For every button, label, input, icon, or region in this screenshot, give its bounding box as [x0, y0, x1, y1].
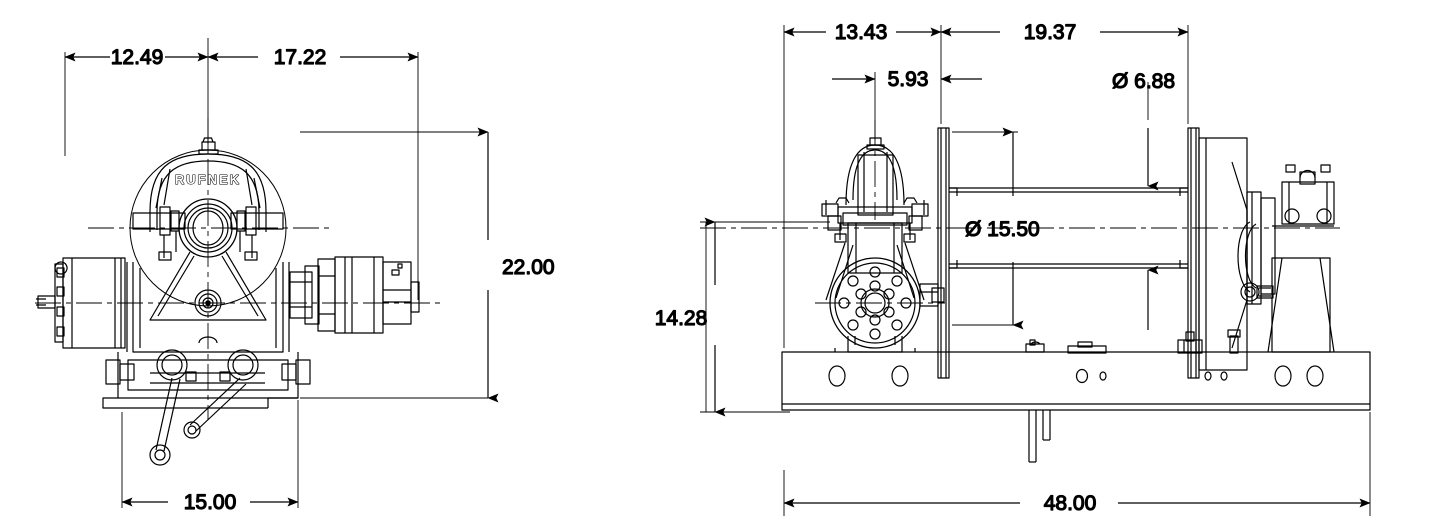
base-plate-right — [781, 329, 1371, 463]
mount-hole — [1099, 371, 1107, 381]
dimensions-left: 12.49 17.22 22.00 15.00 — [64, 38, 555, 515]
dim-label-48-00: 48.00 — [1044, 492, 1097, 515]
bearing-clamp — [132, 206, 284, 261]
dim-label-19-37: 19.37 — [1024, 21, 1077, 44]
center-boss — [194, 289, 222, 317]
main-body — [126, 262, 290, 353]
flange-bolt-holes — [838, 266, 912, 340]
dim-label-17-22: 17.22 — [274, 46, 327, 69]
dim-label-15-00: 15.00 — [184, 491, 237, 514]
center-hub — [178, 198, 238, 258]
clutch-linkage — [149, 349, 265, 466]
brand-label: RUFNEK — [175, 172, 241, 187]
mount-hole — [1274, 365, 1292, 387]
mount-hole — [1306, 365, 1324, 387]
top-lug — [198, 137, 219, 155]
dim-label-dia-15-50: Ø 15.50 — [965, 218, 1040, 241]
dim-label-dia-6-88: Ø 6.88 — [1112, 70, 1175, 93]
brake-support-assembly — [1198, 137, 1335, 371]
centerlines-right — [700, 120, 1340, 304]
mount-hole — [891, 365, 909, 387]
dim-label-14-28: 14.28 — [655, 307, 708, 330]
motor-assembly — [821, 137, 945, 353]
mount-hole — [828, 365, 846, 387]
mount-hole — [1075, 368, 1089, 384]
centerlines-left — [35, 118, 440, 420]
dim-label-22-00: 22.00 — [502, 256, 555, 279]
left-end-view: RUFNEK — [35, 38, 555, 515]
right-drive — [289, 256, 420, 334]
mount-hole — [1204, 371, 1212, 381]
dim-label-5-93: 5.93 — [888, 68, 929, 91]
frame-gusset — [149, 251, 267, 321]
mount-hole — [1220, 371, 1228, 381]
dim-label-13-43: 13.43 — [835, 21, 888, 44]
base-plate — [102, 352, 311, 409]
drum-assembly — [937, 127, 1200, 379]
right-side-view: 13.43 19.37 5.93 Ø 6.88 — [654, 20, 1371, 516]
bottom-boss — [198, 336, 218, 344]
dim-label-12-49: 12.49 — [111, 46, 164, 69]
dimensions-right: 13.43 19.37 5.93 Ø 6.88 — [654, 20, 1371, 516]
left-motor — [36, 257, 126, 349]
